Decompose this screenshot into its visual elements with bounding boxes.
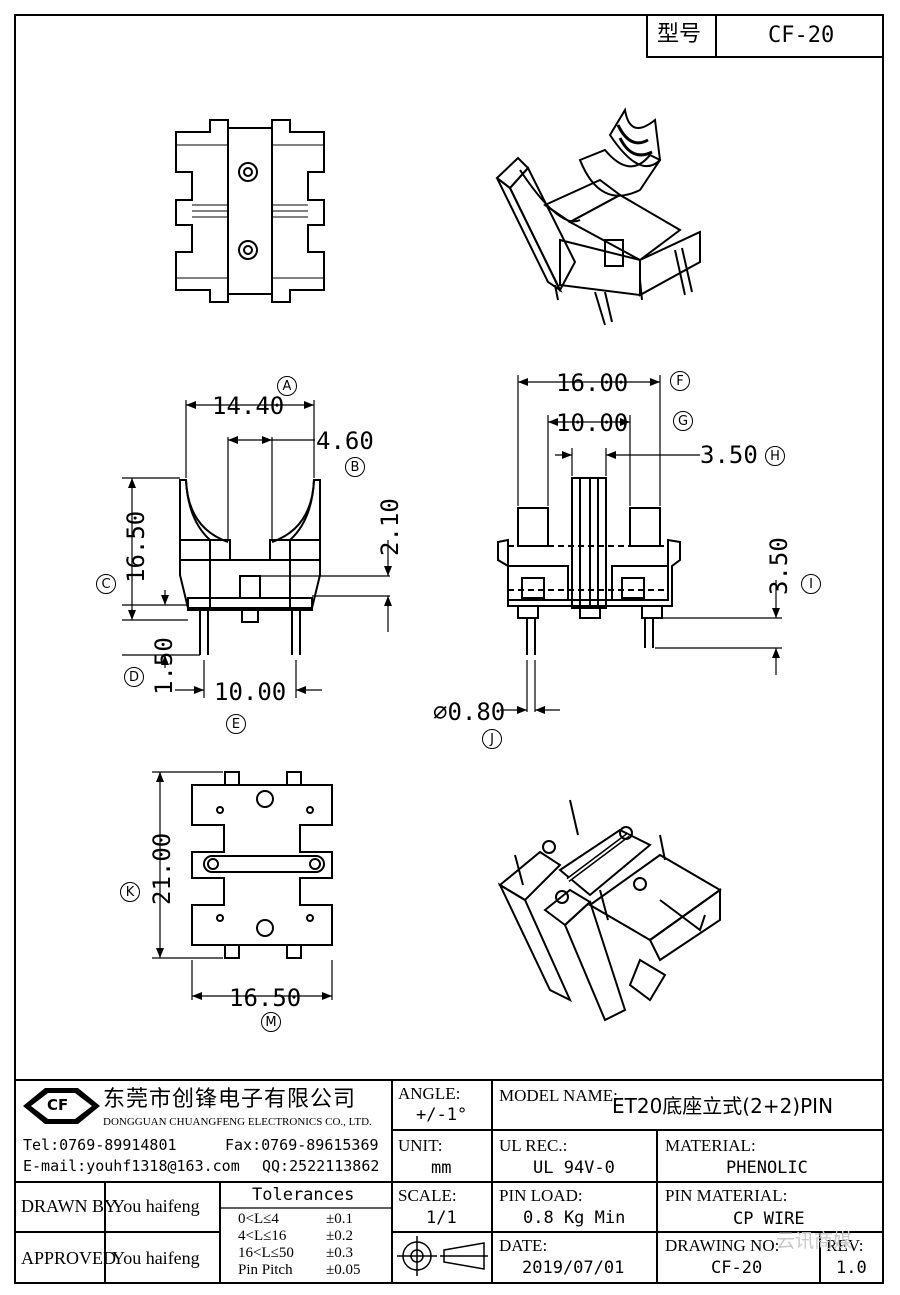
angle-label: ANGLE: [398,1084,461,1103]
scale-value: 1/1 [426,1208,457,1228]
company-email: E-mail:youhf1318@163.com [23,1157,240,1175]
dim-m-text: 16.50 [229,984,302,1012]
dim-j-text: ⌀0.80 [433,698,506,726]
drawing-no-value: CF-20 [711,1258,763,1278]
dim-f-text: 16.00 [556,369,629,397]
drawing-no-label: DRAWING NO: [665,1236,780,1255]
side-view [497,477,681,655]
dim-d-text: 1.50 [150,637,178,695]
company-name-cn: 东莞市创锋电子有限公司 [103,1087,357,1112]
company-tel: Tel:0769-89914801 [23,1136,177,1154]
date-label: DATE: [499,1236,548,1255]
watermark: 云讯商媒 [776,1230,853,1252]
model-name-label: MODEL NAME: [499,1086,618,1105]
dim-b-text: 4.60 [316,427,374,455]
material-value: PHENOLIC [726,1158,808,1178]
company-name-en: DONGGUAN CHUANGFENG ELECTRONICS CO., LTD… [103,1116,372,1128]
tolerance-value: ±0.05 [326,1262,361,1278]
dim-a-text: 14.40 [212,392,285,420]
tolerance-range: 0<L≤4 [238,1211,279,1227]
pin-load-label: PIN LOAD: [499,1186,583,1205]
ul-rec-value: UL 94V-0 [533,1158,615,1178]
pin-load-value: 0.8 Kg Min [523,1208,626,1228]
dim-i-text: 3.50 [765,537,793,595]
material-label: MATERIAL: [665,1136,756,1155]
logo-text: CF [47,1096,69,1114]
sheet-border [14,14,884,1284]
drawn-by-label: DRAWN BY [21,1196,118,1216]
dim-h-text: 3.50 [700,441,758,469]
header-box [646,14,884,58]
marker-g: G [673,411,693,431]
dim-c2-text: 2.10 [376,498,404,556]
date-value: 2019/07/01 [522,1258,625,1278]
tolerance-range: 4<L≤16 [238,1228,287,1244]
ul-rec-label: UL REC.: [499,1136,568,1155]
angle-value: +/-1° [416,1105,468,1125]
marker-d: D [124,667,144,687]
marker-i: I [801,574,821,594]
drawn-by-value: You haifeng [112,1196,200,1216]
tolerance-value: ±0.2 [326,1228,353,1244]
model-type-value: CF-20 [768,23,835,48]
tolerance-range: 16<L≤50 [238,1245,294,1261]
marker-m: M [261,1012,281,1032]
marker-a: A [277,376,297,396]
approved-label: APPROVED [21,1248,117,1268]
top-view [175,119,325,303]
unit-label: UNIT: [398,1136,443,1155]
marker-b: B [345,457,365,477]
bottom-view [191,771,333,959]
pin-material-value: CP WIRE [733,1209,805,1229]
bottom-view-dim-lines [152,771,333,1000]
tolerance-value: ±0.3 [326,1245,353,1261]
side-view-dim-lines [500,375,782,712]
dim-g-text: 10.00 [556,409,629,437]
marker-c: C [96,574,116,594]
rev-value: 1.0 [836,1258,867,1278]
company-logo [23,1088,100,1124]
model-name-value: ET20底座立式(2+2)PIN [612,1094,834,1118]
front-view-dim-lines [122,400,390,698]
marker-k: K [120,882,140,902]
company-qq: QQ:2522113862 [262,1157,380,1175]
rev-label: REV: [826,1236,864,1255]
company-fax: Fax:0769-89615369 [225,1136,379,1154]
projection-symbol [397,1236,488,1276]
tolerance-range: Pin Pitch [238,1262,293,1278]
scale-label: SCALE: [398,1186,457,1205]
front-view [179,479,321,655]
dim-c-text: 16.50 [122,510,150,583]
marker-e: E [226,714,246,734]
isometric-view-bottom [497,799,722,1022]
approved-value: You haifeng [112,1248,200,1268]
dim-k-text: 21.00 [148,832,176,905]
marker-j: J [482,729,502,749]
dim-e-text: 10.00 [214,678,287,706]
tolerances-title: Tolerances [252,1185,355,1205]
tolerance-value: ±0.1 [326,1211,353,1227]
pin-material-label: PIN MATERIAL: [665,1186,788,1205]
marker-h: H [765,446,785,466]
dimension-arrows [128,378,780,1000]
model-type-label: 型号 [657,22,702,47]
isometric-view-top [495,107,701,326]
unit-value: mm [431,1158,452,1178]
marker-f: F [670,371,690,391]
